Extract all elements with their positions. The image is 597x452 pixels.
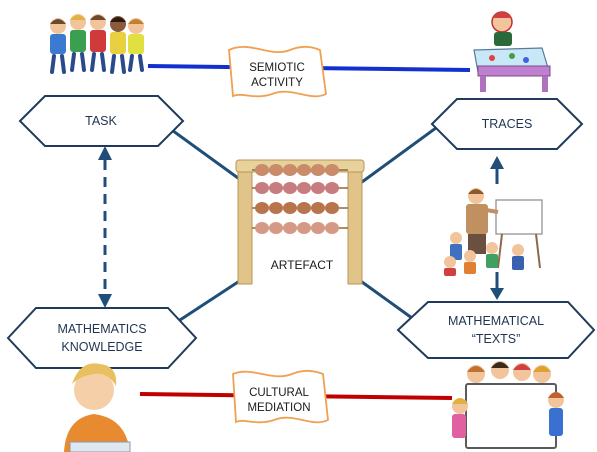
child-reading-illustration	[64, 363, 131, 452]
dashed-double-arrow	[98, 146, 112, 308]
node-mathematical-texts: MATHEMATICAL “TEXTS”	[396, 301, 596, 359]
banner-semiotic-activity: SEMIOTIC ACTIVITY	[228, 45, 327, 98]
node-mathematical-texts-line1: MATHEMATICAL	[448, 314, 544, 328]
node-task: TASK	[18, 95, 185, 147]
connector-texts-artefact	[360, 280, 414, 320]
node-mathematics-knowledge-line1: MATHEMATICS	[57, 322, 146, 336]
arrow-up-icon	[98, 146, 112, 160]
node-mathematics-knowledge: MATHEMATICS KNOWLEDGE	[6, 307, 198, 369]
banner-cultural-line2: MEDIATION	[247, 402, 310, 414]
abacus-illustration: ARTEFACT	[235, 159, 365, 285]
teacher-with-pupils-illustration	[444, 188, 543, 276]
group-of-children-illustration	[50, 14, 144, 74]
node-traces: TRACES	[430, 98, 584, 150]
connector-traces-artefact	[360, 123, 442, 184]
banner-cultural-line1: CULTURAL	[249, 387, 309, 399]
arrow-down-icon	[490, 288, 504, 300]
arrow-up-icon	[490, 156, 504, 169]
node-traces-label: TRACES	[482, 117, 533, 131]
banner-semiotic-line2: ACTIVITY	[251, 77, 303, 89]
teacher-arrows	[490, 156, 504, 300]
node-mathematics-knowledge-line2: KNOWLEDGE	[61, 340, 142, 354]
children-behind-board-illustration	[452, 361, 564, 449]
banner-cultural-mediation: CULTURAL MEDIATION	[232, 369, 329, 424]
arrow-down-icon	[98, 294, 112, 308]
connector-knowledge-artefact	[178, 280, 240, 322]
node-artefact-label: ARTEFACT	[271, 258, 334, 272]
banner-semiotic-line1: SEMIOTIC	[249, 62, 305, 74]
child-painting-at-table-illustration	[473, 11, 551, 92]
connectors	[156, 118, 442, 322]
node-task-label: TASK	[85, 114, 117, 128]
node-mathematical-texts-line2: “TEXTS”	[472, 332, 521, 346]
